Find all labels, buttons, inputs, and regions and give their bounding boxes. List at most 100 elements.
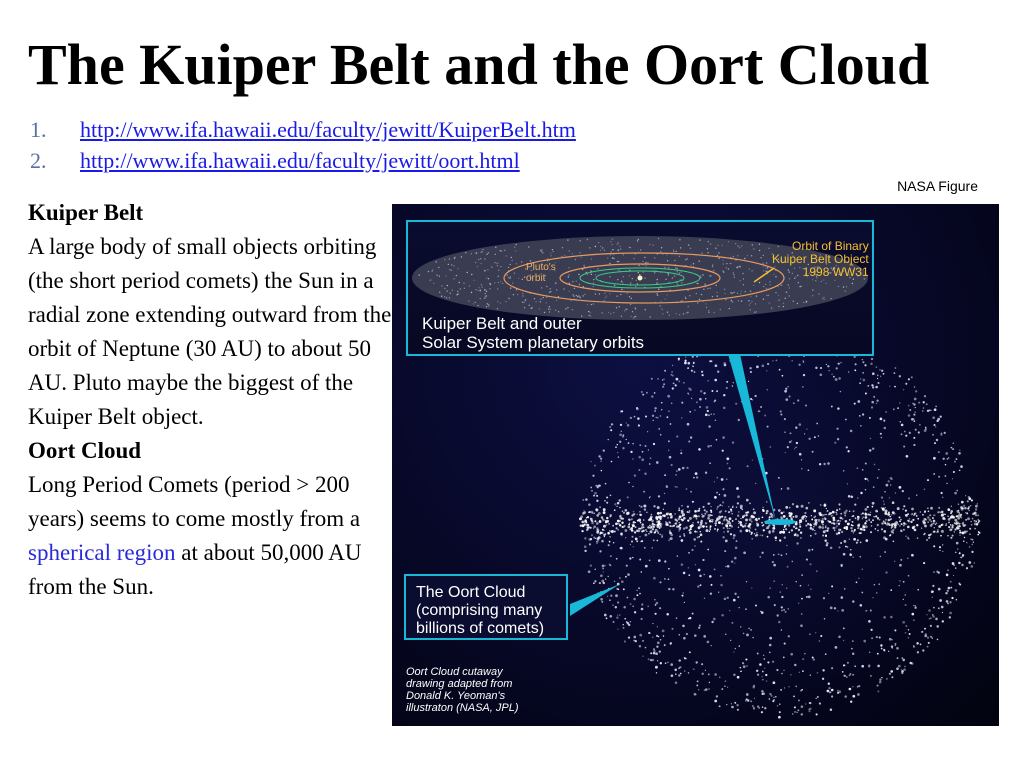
comet-dot bbox=[705, 529, 709, 533]
comet-dot bbox=[714, 699, 718, 703]
comet-dot bbox=[693, 538, 696, 541]
comet-dot bbox=[780, 488, 783, 490]
comet-dot bbox=[840, 530, 844, 534]
comet-dot bbox=[654, 524, 657, 526]
kuiper-dot bbox=[592, 285, 595, 288]
comet-dot bbox=[771, 514, 774, 517]
comet-dot bbox=[745, 522, 747, 525]
comet-dot bbox=[825, 525, 827, 527]
kuiper-dot bbox=[760, 257, 762, 259]
comet-dot bbox=[704, 397, 707, 400]
comet-dot bbox=[795, 685, 798, 688]
comet-dot bbox=[795, 527, 797, 530]
comet-dot bbox=[936, 419, 939, 423]
comet-dot bbox=[824, 539, 827, 542]
comet-dot bbox=[657, 530, 659, 532]
comet-dot bbox=[756, 523, 760, 527]
kuiper-dot bbox=[819, 254, 821, 256]
comet-dot bbox=[811, 656, 814, 659]
comet-dot bbox=[971, 538, 974, 541]
comet-dot bbox=[641, 458, 645, 462]
comet-dot bbox=[835, 532, 839, 536]
comet-dot bbox=[805, 703, 807, 705]
kuiper-dot bbox=[675, 267, 677, 269]
kuiper-dot bbox=[524, 276, 526, 278]
body-text: Kuiper Belt A large body of small object… bbox=[28, 196, 393, 604]
kuiper-belt-link[interactable]: http://www.ifa.hawaii.edu/faculty/jewitt… bbox=[80, 117, 576, 142]
comet-dot bbox=[936, 530, 939, 533]
list-number: 1. bbox=[30, 117, 47, 142]
comet-dot bbox=[656, 626, 659, 628]
comet-dot bbox=[948, 616, 951, 619]
comet-dot bbox=[675, 617, 678, 619]
comet-dot bbox=[922, 407, 925, 409]
comet-dot bbox=[748, 529, 751, 532]
comet-dot bbox=[746, 633, 749, 637]
comet-dot bbox=[931, 596, 933, 598]
kuiper-dot bbox=[509, 263, 511, 266]
kuiper-dot bbox=[688, 244, 690, 246]
comet-dot bbox=[854, 665, 857, 668]
comet-dot bbox=[883, 503, 885, 506]
kuiper-dot bbox=[764, 283, 767, 286]
comet-dot bbox=[923, 488, 926, 491]
comet-dot bbox=[950, 512, 952, 514]
comet-dot bbox=[726, 564, 730, 568]
comet-dot bbox=[652, 539, 655, 542]
comet-dot bbox=[606, 496, 609, 499]
kuiper-dot bbox=[666, 311, 669, 313]
comet-dot bbox=[809, 633, 811, 636]
binary-object-label: Orbit of Binary Kuiper Belt Object 1998 … bbox=[772, 239, 869, 279]
comet-dot bbox=[641, 450, 644, 453]
kuiper-dot bbox=[486, 303, 488, 305]
comet-dot bbox=[780, 554, 783, 557]
kuiper-dot bbox=[770, 307, 773, 309]
comet-dot bbox=[647, 526, 650, 529]
comet-dot bbox=[600, 574, 603, 578]
comet-dot bbox=[695, 517, 698, 520]
kuiper-dot bbox=[769, 284, 771, 286]
comet-dot bbox=[734, 556, 737, 560]
kuiper-dot bbox=[453, 265, 455, 267]
comet-dot bbox=[783, 608, 786, 611]
comet-dot bbox=[706, 640, 710, 644]
comet-dot bbox=[679, 526, 682, 529]
comet-dot bbox=[734, 546, 738, 550]
kuiper-dot bbox=[744, 291, 746, 293]
comet-dot bbox=[664, 369, 667, 372]
binary-label-arrow bbox=[753, 267, 775, 283]
kuiper-dot bbox=[608, 311, 610, 314]
comet-dot bbox=[667, 578, 670, 581]
kuiper-dot bbox=[738, 247, 741, 249]
kuiper-dot bbox=[533, 298, 536, 300]
comet-dot bbox=[665, 521, 667, 523]
comet-dot bbox=[619, 506, 621, 509]
kuiper-dot bbox=[523, 307, 526, 309]
comet-dot bbox=[855, 541, 858, 544]
comet-dot bbox=[632, 510, 635, 513]
kuiper-dot bbox=[775, 276, 777, 278]
comet-dot bbox=[940, 432, 943, 435]
comet-dot bbox=[644, 646, 647, 649]
comet-dot bbox=[836, 522, 838, 524]
comet-dot bbox=[777, 476, 780, 479]
comet-dot bbox=[722, 536, 725, 539]
comet-dot bbox=[913, 443, 916, 447]
comet-dot bbox=[694, 564, 697, 566]
comet-dot bbox=[840, 542, 843, 544]
comet-dot bbox=[964, 506, 967, 510]
comet-dot bbox=[825, 507, 827, 510]
comet-dot bbox=[871, 505, 874, 508]
oort-cloud-link[interactable]: http://www.ifa.hawaii.edu/faculty/jewitt… bbox=[80, 148, 520, 173]
comet-dot bbox=[606, 519, 610, 523]
comet-dot bbox=[860, 491, 863, 495]
comet-dot bbox=[734, 647, 736, 650]
comet-dot bbox=[970, 538, 972, 540]
comet-dot bbox=[870, 675, 872, 677]
comet-dot bbox=[768, 524, 771, 527]
comet-dot bbox=[824, 526, 827, 529]
comet-dot bbox=[923, 429, 927, 432]
comet-dot bbox=[857, 497, 859, 499]
comet-dot bbox=[766, 362, 770, 366]
comet-dot bbox=[824, 517, 827, 521]
